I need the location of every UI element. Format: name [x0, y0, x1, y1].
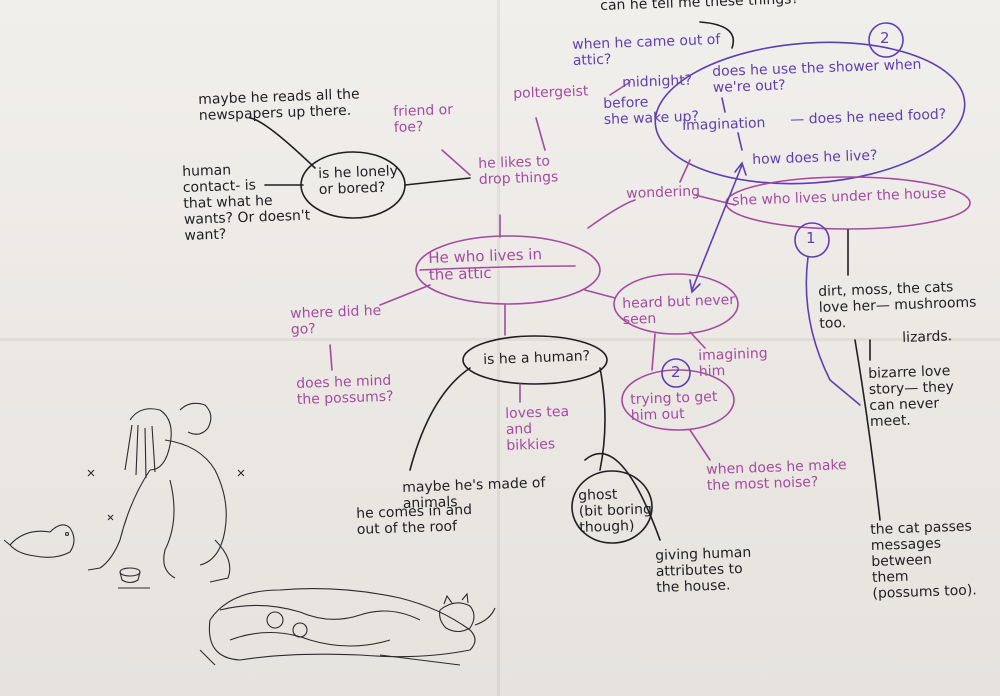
node-human-contact: human contact- is that what he wants? Or… [182, 162, 311, 244]
ghost-ellipse [571, 470, 653, 544]
badge-circle-mid [661, 358, 691, 388]
node-dirt: dirt, moss, the cats love her— mushrooms… [818, 279, 977, 332]
paper-fold-vertical [497, 0, 500, 696]
line-trying-noise [689, 429, 711, 461]
line-badge-right-down [805, 256, 861, 406]
line-lonely-news [249, 117, 316, 169]
node-friend-foe: friend or foe? [393, 101, 454, 136]
arrow-imag-heard [691, 164, 743, 291]
node-where-go: where did he go? [290, 302, 382, 338]
human-ellipse [462, 335, 608, 385]
line-ghost-attr [584, 452, 661, 541]
line-wondering-imag [679, 159, 691, 183]
line-center-heard [584, 289, 616, 299]
node-ghost: ghost (bit boring though) [578, 486, 653, 536]
arrowhead-2 [689, 279, 701, 294]
node-attributes: giving human attributes to the house. [655, 544, 752, 596]
line-imag-shower [721, 97, 726, 113]
cup-and-insects-sketch [87, 469, 245, 589]
node-imagining: imagining him [698, 345, 768, 380]
node-heard: heard but never seen [622, 292, 736, 328]
crouching-figure-sketch [87, 402, 231, 583]
node-wondering: wondering [626, 183, 701, 202]
line-drop-friend [441, 149, 471, 176]
line-top-curve [699, 21, 735, 49]
line-lonely-drop [404, 177, 471, 186]
line-human-left [409, 367, 471, 471]
node-when-out: when he came out of attic? [572, 31, 721, 69]
line-imag-howlive [737, 132, 743, 151]
line-human-right [599, 367, 606, 471]
node-lizards: lizards. [902, 328, 953, 346]
badge-circle-top [868, 22, 904, 58]
line-drop-polter [535, 117, 546, 151]
center-label: He who lives in the attic [427, 245, 543, 284]
line-center-where [379, 284, 431, 306]
node-trying: trying to get him out [630, 388, 718, 424]
line-dirt-cat [854, 339, 881, 521]
arrowhead-1 [734, 161, 747, 176]
line-polter-midnight [609, 81, 631, 96]
center-underline [419, 265, 576, 271]
lying-figure-sketch [199, 588, 496, 666]
trying-ellipse [621, 369, 735, 431]
line-center-wondering [587, 199, 636, 229]
node-midnight: midnight? [622, 72, 693, 91]
badge-mid: 2 [671, 363, 681, 381]
center-ellipse [415, 235, 601, 305]
node-imagination: imagination [682, 115, 766, 134]
badge-circle-right [794, 222, 830, 258]
line-where-possums [329, 344, 333, 371]
node-newspapers: maybe he reads all the newspapers up the… [198, 86, 360, 124]
imagination-ellipse [654, 41, 966, 185]
node-bizarre: bizarre love story— they can never meet. [868, 363, 955, 430]
badge-top: 2 [880, 29, 890, 47]
node-tea: loves tea and bikkies [505, 403, 570, 454]
heard-ellipse [613, 273, 739, 335]
possum-sketch [3, 524, 75, 558]
node-possums: does he mind the possums? [296, 372, 394, 408]
node-cat-passes: the cat passes messages between them (po… [870, 518, 978, 602]
line-wondering-she [694, 194, 736, 206]
badge-right: 1 [806, 229, 816, 247]
node-noise: when does he make the most noise? [706, 457, 847, 494]
node-roof: he comes in and out of the roof [356, 501, 473, 538]
line-heard-imagining [689, 331, 706, 349]
node-poltergeist: poltergeist [513, 83, 589, 102]
node-lonely: is he lonely or bored? [318, 163, 399, 198]
node-drop-things: he likes to drop things [478, 153, 559, 188]
line-heard-trying [651, 333, 656, 371]
